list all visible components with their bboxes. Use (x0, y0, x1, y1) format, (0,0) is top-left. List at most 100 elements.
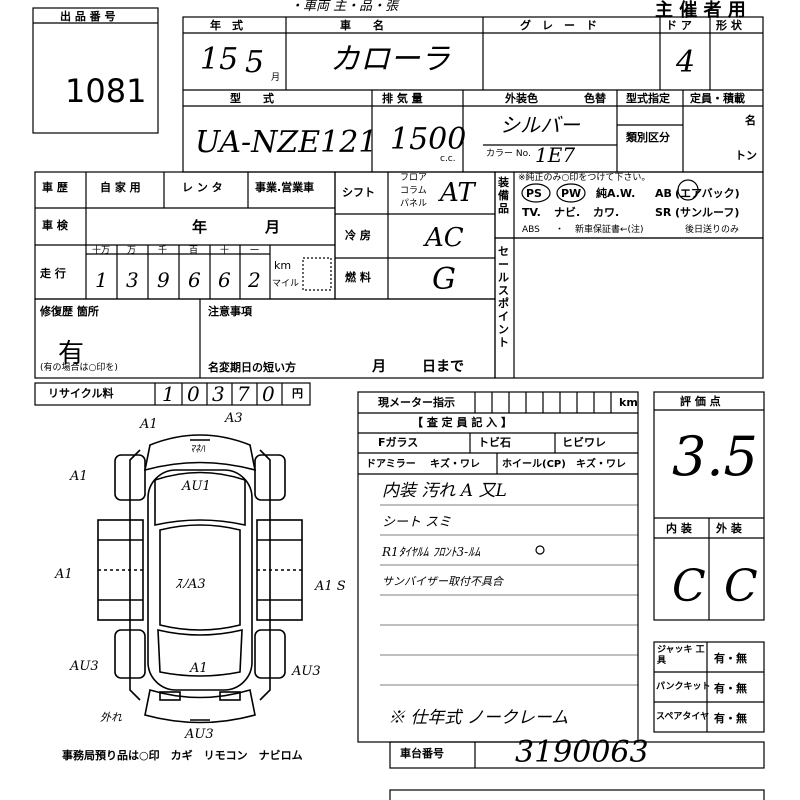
fglass-chip[interactable]: トビ石 (478, 436, 511, 449)
inspection-month-unit: 月 (265, 218, 281, 236)
rename-day: 日まで (422, 359, 464, 375)
shift-value: AT (440, 178, 475, 208)
year-value: 15 (200, 42, 239, 77)
tools-jack-value[interactable]: 有・無 (714, 652, 747, 665)
ac-value: AC (425, 223, 464, 253)
inspector-note-0: 内装 汚れ A 又L (382, 481, 507, 501)
exterior-label: 外 装 (716, 522, 742, 535)
capacity-label: 定員・積載 (690, 92, 745, 105)
sales-point-label: セールスポイント (498, 245, 509, 349)
mark-roof: ｽﾉA3 (175, 577, 206, 592)
door-mirror-value[interactable]: キズ・ワレ (430, 459, 480, 470)
caution-label: 注意事項 (208, 305, 252, 318)
model-spec-label: 型式指定 (626, 92, 670, 105)
mark-left-side: A1 (55, 567, 73, 582)
equipment-leather[interactable]: カワ. (593, 206, 620, 219)
history-label: 車 歴 (42, 181, 68, 194)
lot-number-label: 出 品 番 号 (60, 10, 116, 23)
mark-rear-note: 外れ (100, 711, 122, 724)
inspection-year-unit: 年 (192, 218, 208, 236)
equipment-pw[interactable]: PW (561, 187, 582, 200)
fglass-crack[interactable]: ヒビワレ (562, 436, 606, 449)
mark-a3-top: A3 (225, 411, 243, 426)
history-option-private[interactable]: 自 家 用 (100, 181, 141, 194)
equipment-airbag: (エアバック) (675, 187, 740, 200)
fuel-value: G (432, 262, 456, 297)
tools-spare-value[interactable]: 有・無 (714, 712, 747, 725)
mark-windshield: AU1 (182, 479, 211, 494)
equipment-warranty[interactable]: 新車保証書←(注) (575, 225, 644, 235)
exterior-grade: C (724, 561, 758, 612)
class-label: 類別区分 (626, 131, 670, 144)
mileage-label: 走 行 (40, 267, 66, 280)
equipment-ab[interactable]: AB (655, 187, 672, 200)
equipment-ps[interactable]: PS (526, 187, 542, 200)
mile-unit: マイル (272, 279, 300, 289)
repair-note: (有の場合は○印を) (40, 363, 118, 373)
body-shape-label: 形 状 (716, 19, 742, 32)
mark-front: ﾏﾈﾊ (190, 444, 205, 455)
inspection-label: 車 検 (42, 219, 68, 232)
mark-lower-right: AU3 (292, 664, 321, 679)
lot-number: 1081 (65, 72, 147, 110)
digit-label-100: 百 (189, 246, 199, 256)
car-name-value: カローラ (330, 42, 450, 77)
mileage-digit-1: 3 (126, 268, 139, 292)
equipment-sunroof: (サンルーフ) (675, 206, 740, 219)
month-unit: 月 (271, 73, 281, 83)
mark-rear-au3: AU3 (185, 727, 214, 742)
door-mirror-label: ドアミラー (366, 459, 416, 470)
header-title-fragment: ・車両 主・品・張 (290, 0, 399, 14)
tools-puncture-value[interactable]: 有・無 (714, 682, 747, 695)
digit-label-100k: 十万 (92, 246, 111, 256)
recycle-label: リサイクル料 (48, 387, 114, 400)
digit-label-10: 十 (220, 246, 230, 256)
equipment-abs[interactable]: ABS (522, 225, 540, 235)
rename-month: 月 (372, 359, 386, 375)
digit-label-1k: 千 (158, 246, 168, 256)
rating-circles (521, 179, 699, 555)
recycle-digit-2: 3 (212, 382, 225, 406)
rename-label: 名変期日の短い方 (208, 361, 296, 374)
equipment-navi[interactable]: ナビ. (554, 206, 581, 219)
equipment-aw[interactable]: 純A.W. (596, 187, 636, 200)
history-option-business[interactable]: 事業.営業車 (255, 181, 315, 194)
inspector-note-1: シート スミ (382, 515, 452, 530)
ext-color-label: 外装色 (505, 92, 538, 105)
mileage-digit-3: 6 (188, 268, 201, 292)
inspector-note-3: サンバイザー取付不具合 (382, 575, 503, 588)
tools-jack-label: ジャッキ 工 具 (657, 645, 705, 666)
digit-label-10k: 万 (127, 246, 137, 256)
model-label: 型 式 (230, 92, 274, 105)
interior-label: 内 装 (666, 522, 692, 535)
displacement-value: 1500 (390, 122, 467, 157)
car-diagram (97, 434, 303, 724)
repair-label: 修復歴 箇所 (40, 305, 99, 318)
chassis-label: 車台番号 (400, 747, 444, 760)
shift-floor: フロア (400, 173, 428, 183)
mileage-digit-2: 9 (157, 268, 170, 292)
equipment-sr[interactable]: SR (655, 206, 672, 219)
color-change-label: 色替 (584, 92, 606, 105)
fglass-label: Fガラス (378, 436, 419, 449)
grade-label: グ レ ー ド (520, 19, 597, 32)
fuel-label: 燃 料 (345, 271, 371, 284)
model-code-value: UA-NZE121 (195, 125, 378, 160)
equipment-later: 後日送りのみ (685, 225, 740, 235)
inspector-title: 【 査 定 員 記 入 】 (412, 416, 512, 429)
tons-unit: トン (735, 149, 757, 162)
wheel-value[interactable]: キズ・ワレ (576, 459, 626, 470)
mileage-digit-4: 6 (218, 268, 231, 292)
rating-label: 評 価 点 (680, 395, 721, 408)
equipment-dot: ・ (555, 225, 565, 235)
tools-puncture-label: パンクキット (656, 682, 711, 692)
inspector-note-2: R1ﾀｲﾔﾙﾑ ﾌﾛﾝﾄ3-ﾙﾑ (382, 545, 481, 559)
equipment-tv[interactable]: TV. (522, 206, 541, 219)
mileage-digit-0: 1 (95, 268, 108, 292)
mark-left-front: A1 (70, 469, 88, 484)
digit-label-1: 一 (250, 246, 260, 256)
interior-grade: C (672, 561, 706, 612)
history-option-rental[interactable]: レ ン タ (182, 181, 223, 194)
rating-value: 3.5 (672, 425, 758, 488)
